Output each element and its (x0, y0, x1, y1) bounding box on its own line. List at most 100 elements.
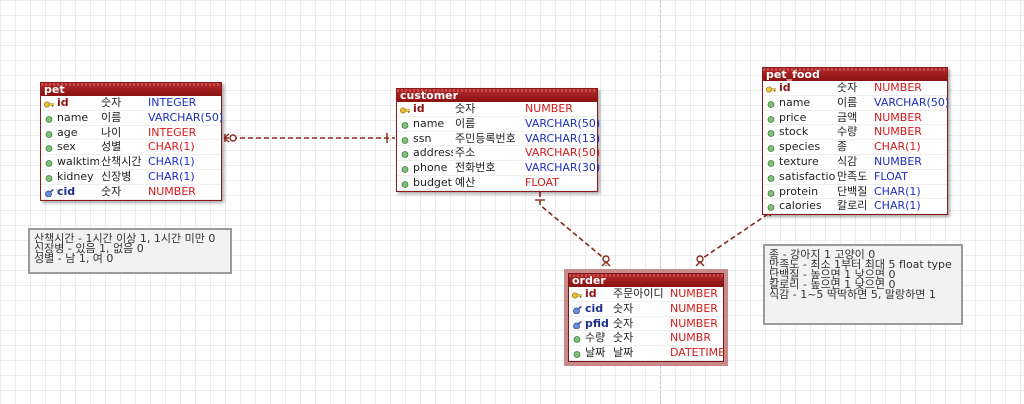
table-title-pet-food[interactable]: pet_food (763, 68, 947, 81)
column-row[interactable]: species 종 CHAR(1) (763, 140, 947, 155)
column-row[interactable]: walktime산책시간CHAR(1) (41, 155, 221, 170)
column-name: kidney (57, 169, 94, 183)
column-name: texture (779, 154, 819, 168)
column-logical-name: 숫자 (613, 316, 634, 330)
column-name: species (779, 140, 821, 154)
column-logical-name: 숫자 (613, 301, 634, 315)
column-name: id (57, 96, 69, 109)
column-logical-name: 날짜 (613, 346, 634, 360)
column-logical-name: 신장병 (101, 169, 132, 183)
column-name: budget (413, 175, 452, 189)
column-name: name (413, 116, 445, 130)
note-line: 성별 - 남 1, 여 0 (34, 252, 114, 265)
relationship-customer-order[interactable] (539, 192, 607, 266)
column-type: INTEGER (148, 96, 197, 109)
column-name: price (779, 110, 807, 124)
column-type: VARCHAR(50) (874, 95, 950, 109)
column-row[interactable]: satisfaction만족도FLOAT (763, 170, 947, 185)
foreign-key-icon (572, 320, 582, 329)
column-dot-icon (766, 158, 776, 167)
column-type: NUMBER (148, 184, 196, 198)
column-name: phone (413, 161, 448, 175)
table-title-order[interactable]: order (569, 274, 723, 287)
column-dot-icon (44, 158, 54, 168)
column-logical-name: 주소 (455, 146, 476, 160)
column-dot-icon (400, 135, 410, 144)
column-logical-name: 숫자 (455, 102, 476, 115)
column-type: VARCHAR(50) (525, 116, 601, 130)
column-type: CHAR(1) (148, 169, 195, 183)
column-type: VARCHAR(50) (525, 146, 601, 160)
column-logical-name: 숫자 (101, 96, 122, 109)
column-type: CHAR(1) (148, 155, 195, 169)
table-title-pet[interactable]: pet (41, 83, 221, 96)
note-pet-legend[interactable]: 산책시간 - 1시간 이상 1, 1시간 미만 0 신장병 - 있음 1, 없음… (28, 228, 232, 274)
column-type: INTEGER (148, 125, 197, 139)
table-title-customer[interactable]: customer (397, 89, 597, 102)
column-logical-name: 숫자 (613, 331, 634, 345)
column-logical-name: 전화번호 (455, 161, 496, 175)
column-type: NUMBER (874, 154, 922, 168)
column-logical-name: 이름 (101, 110, 122, 124)
column-row[interactable]: name 이름 VARCHAR(50) (397, 116, 601, 132)
column-type: NUMBER (670, 287, 718, 300)
column-row[interactable]: id 숫자 INTEGER (41, 96, 221, 111)
note-pet-food-legend[interactable]: 종 - 강아지 1 고양이 0 만족도 - 최소 1부터 최대 5 float … (763, 244, 963, 325)
column-logical-name: 숫자 (837, 81, 858, 94)
column-name: protein (779, 184, 819, 198)
column-type: FLOAT (525, 175, 559, 189)
relationship-petfood-order[interactable] (699, 213, 769, 266)
column-name: cid (57, 184, 76, 198)
column-type: CHAR(1) (874, 184, 921, 198)
column-dot-icon (766, 202, 776, 212)
column-type: CHAR(1) (148, 140, 195, 154)
column-logical-name: 금액 (837, 110, 858, 124)
column-type: VARCHAR(30) (525, 161, 601, 175)
key-icon (400, 105, 410, 114)
column-type: CHAR(1) (874, 140, 921, 154)
column-name: pfid (585, 316, 609, 330)
column-dot-icon (572, 349, 582, 359)
column-name: name (57, 110, 89, 124)
column-dot-icon (400, 164, 410, 174)
column-logical-name: 이름 (455, 116, 476, 130)
column-logical-name: 종 (837, 140, 848, 154)
column-name: 수량 (585, 331, 606, 345)
column-dot-icon (44, 129, 54, 138)
key-icon (766, 84, 776, 93)
column-type: CHAR(1) (874, 199, 921, 213)
column-name: name (779, 95, 811, 109)
column-name: id (413, 102, 425, 115)
column-dot-icon (766, 188, 776, 197)
column-row[interactable]: phone 전화번호 VARCHAR(30) (397, 161, 601, 176)
column-row[interactable]: kidney 신장병 CHAR(1) (41, 170, 221, 185)
note-line: 산책시간 - 1시간 이상 1, 1시간 미만 0 (34, 232, 216, 245)
note-line: 종 - 강아지 1 고양이 0 (769, 248, 876, 261)
